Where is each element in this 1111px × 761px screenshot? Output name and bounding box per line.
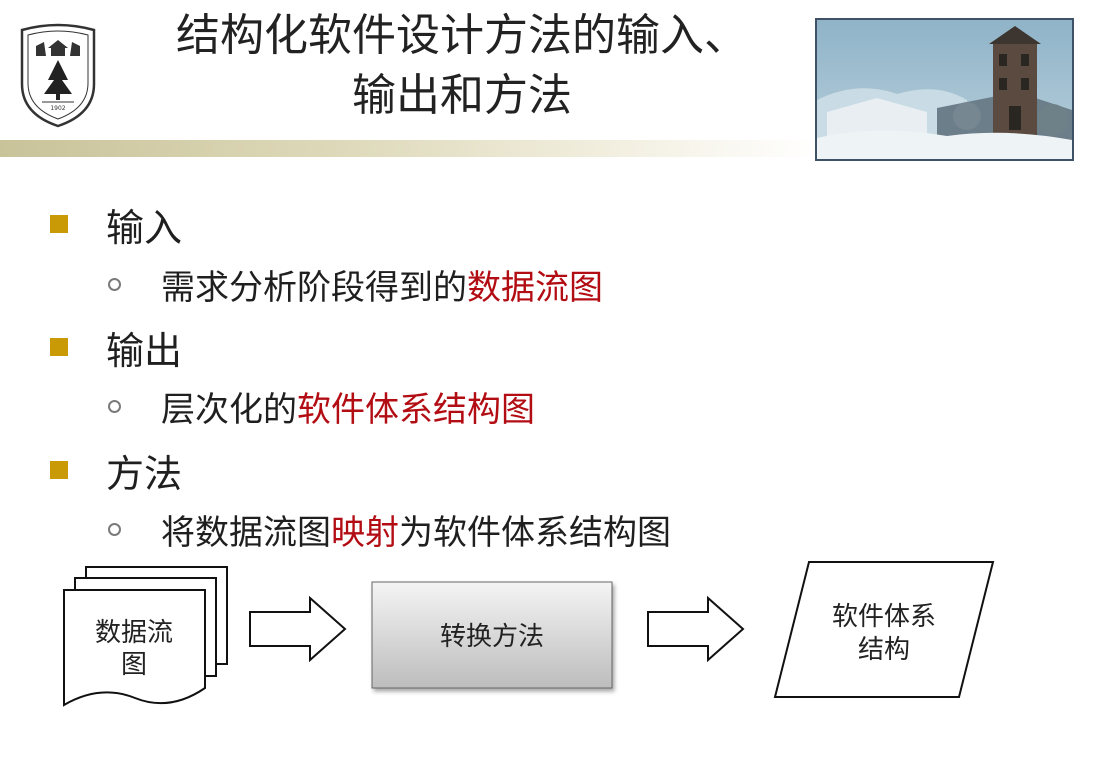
right-arrow-icon (647, 595, 745, 663)
bullet-label: 输入 (106, 205, 183, 250)
header-divider-bar (0, 140, 820, 157)
seal-year: 1902 (50, 105, 65, 112)
title-line-1: 结构化软件设计方法的输入、 (176, 10, 748, 61)
circle-bullet-icon (108, 522, 121, 536)
title-line-2: 输出和方法 (352, 70, 572, 121)
sub-bullet-text: 层次化的 (161, 389, 297, 430)
sub-bullet-method: 将数据流图映射为软件体系结构图 (108, 509, 671, 553)
campus-tower-image (817, 20, 1072, 159)
output-label-line1: 软件体系 (832, 602, 936, 632)
circle-bullet-icon (108, 277, 121, 291)
bullet-label: 方法 (106, 451, 183, 496)
university-seal-icon: 1902 (20, 23, 96, 128)
circle-bullet-icon (108, 399, 121, 413)
page-title: 结构化软件设计方法的输入、 输出和方法 (112, 6, 812, 126)
square-bullet-icon (50, 338, 68, 356)
sub-bullet-text: 将数据流图 (161, 512, 331, 553)
sub-bullet-after: 为软件体系结构图 (399, 512, 671, 553)
square-bullet-icon (50, 215, 68, 233)
input-label-line1: 数据流 (95, 618, 173, 648)
bullet-list: 输入 需求分析阶段得到的数据流图 输出 层次化的软件体系结构图 方法 将数据流图… (50, 199, 671, 553)
square-bullet-icon (50, 461, 68, 479)
sub-bullet-highlight: 软件体系结构图 (297, 389, 535, 430)
sub-bullet-text: 需求分析阶段得到的 (161, 267, 467, 308)
process-box: 转换方法 (371, 581, 613, 689)
sub-bullet-highlight: 数据流图 (467, 267, 603, 308)
right-arrow-icon (249, 595, 347, 663)
output-parallelogram: 软件体系 结构 (773, 561, 995, 698)
multi-document-shape: 数据流 图 (63, 566, 228, 707)
sub-bullet-input: 需求分析阶段得到的数据流图 (108, 264, 603, 308)
input-label-line2: 图 (121, 650, 147, 680)
campus-photo (815, 18, 1074, 161)
bullet-output: 输出 (50, 322, 183, 373)
bullet-method: 方法 (50, 445, 183, 496)
sub-bullet-highlight: 映射 (331, 512, 399, 553)
bullet-input: 输入 (50, 199, 183, 250)
bullet-label: 输出 (106, 328, 183, 373)
output-label-line2: 结构 (858, 635, 910, 665)
sub-bullet-output: 层次化的软件体系结构图 (108, 386, 535, 430)
flow-diagram: 数据流 图 转换方法 软件体系 结构 (63, 561, 995, 707)
process-label: 转换方法 (440, 622, 544, 652)
